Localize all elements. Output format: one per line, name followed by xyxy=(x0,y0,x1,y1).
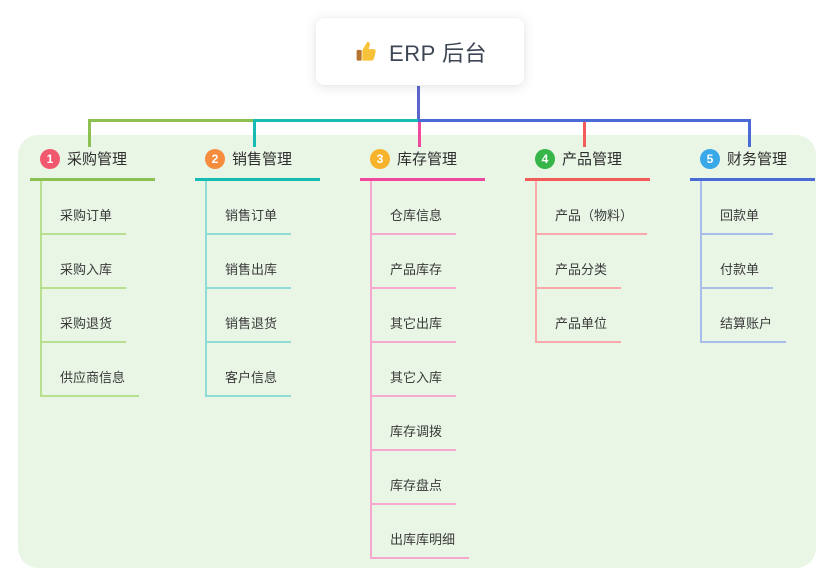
child-row: 付款单 xyxy=(702,235,815,289)
branch-title: 库存管理 xyxy=(397,151,458,168)
child-row: 客户信息 xyxy=(207,343,320,397)
child-row: 采购入库 xyxy=(42,235,155,289)
child-node[interactable]: 付款单 xyxy=(702,259,774,289)
child-node[interactable]: 其它入库 xyxy=(372,367,457,397)
child-row: 库存调拨 xyxy=(372,397,485,451)
child-node[interactable]: 采购订单 xyxy=(42,205,127,235)
branch-index-badge: 4 xyxy=(535,148,555,169)
branches-panel xyxy=(18,135,816,568)
branch-children: 产品（物料） 产品分类产品单位 xyxy=(535,181,650,343)
branch-header[interactable]: 1 采购管理 xyxy=(30,148,155,181)
branch-3-drop-line xyxy=(418,122,421,147)
child-row: 销售退货 xyxy=(207,289,320,343)
branch-4-drop-line xyxy=(583,122,586,147)
child-row: 销售出库 xyxy=(207,235,320,289)
child-row: 产品分类 xyxy=(537,235,650,289)
child-row: 其它出库 xyxy=(372,289,485,343)
child-node[interactable]: 其它出库 xyxy=(372,313,457,343)
branch-3: 3 库存管理 仓库信息产品库存其它出库其它入库库存调拨库存盘点出库库明细 xyxy=(360,148,485,559)
branch-2-drop-line xyxy=(253,119,256,147)
branch-children: 采购订单采购入库采购退货供应商信息 xyxy=(40,181,155,397)
child-row: 采购退货 xyxy=(42,289,155,343)
branch-1-horizontal-line xyxy=(88,119,253,122)
child-node[interactable]: 采购入库 xyxy=(42,259,127,289)
child-node[interactable]: 采购退货 xyxy=(42,313,127,343)
child-node[interactable]: 库存盘点 xyxy=(372,475,457,505)
child-node[interactable]: 客户信息 xyxy=(207,367,292,397)
child-row: 结算账户 xyxy=(702,289,815,343)
branch-1-drop-line xyxy=(88,119,91,147)
child-node[interactable]: 仓库信息 xyxy=(372,205,457,235)
child-node[interactable]: 回款单 xyxy=(702,205,774,235)
child-node[interactable]: 出库库明细 xyxy=(372,529,470,559)
branch-5-drop-line xyxy=(748,119,751,147)
child-row: 产品单位 xyxy=(537,289,650,343)
branch-index-badge: 3 xyxy=(370,148,390,169)
child-node[interactable]: 产品（物料） xyxy=(537,205,648,235)
branch-title: 采购管理 xyxy=(67,151,128,168)
branch-children: 回款单付款单结算账户 xyxy=(700,181,815,343)
branch-title: 财务管理 xyxy=(727,151,788,168)
branch-4: 4 产品管理 产品（物料） 产品分类产品单位 xyxy=(525,148,650,343)
child-node[interactable]: 销售出库 xyxy=(207,259,292,289)
child-row: 产品（物料） xyxy=(537,181,650,235)
child-node[interactable]: 结算账户 xyxy=(702,313,787,343)
child-node[interactable]: 产品单位 xyxy=(537,313,622,343)
root-node[interactable]: ERP 后台 xyxy=(316,18,524,85)
thumbs-up-icon xyxy=(356,41,376,61)
branch-children: 仓库信息产品库存其它出库其它入库库存调拨库存盘点出库库明细 xyxy=(370,181,485,559)
child-row: 产品库存 xyxy=(372,235,485,289)
child-row: 采购订单 xyxy=(42,181,155,235)
branch-header[interactable]: 5 财务管理 xyxy=(690,148,815,181)
child-node[interactable]: 产品分类 xyxy=(537,259,622,289)
branch-2-horizontal-line xyxy=(253,119,418,122)
branch-title: 销售管理 xyxy=(232,151,293,168)
child-node[interactable]: 库存调拨 xyxy=(372,421,457,451)
branch-5-horizontal-line xyxy=(418,119,751,122)
child-row: 销售订单 xyxy=(207,181,320,235)
root-title: ERP 后台 xyxy=(389,40,487,66)
branch-index-badge: 2 xyxy=(205,148,225,169)
child-row: 供应商信息 xyxy=(42,343,155,397)
child-row: 出库库明细 xyxy=(372,505,485,559)
branch-5: 5 财务管理 回款单付款单结算账户 xyxy=(690,148,815,343)
child-row: 库存盘点 xyxy=(372,451,485,505)
branch-2: 2 销售管理 销售订单销售出库销售退货客户信息 xyxy=(195,148,320,397)
branch-header[interactable]: 4 产品管理 xyxy=(525,148,650,181)
child-row: 仓库信息 xyxy=(372,181,485,235)
child-row: 回款单 xyxy=(702,181,815,235)
branch-title: 产品管理 xyxy=(562,151,623,168)
branch-index-badge: 1 xyxy=(40,148,60,169)
child-node[interactable]: 产品库存 xyxy=(372,259,457,289)
child-node[interactable]: 供应商信息 xyxy=(42,367,140,397)
branch-children: 销售订单销售出库销售退货客户信息 xyxy=(205,181,320,397)
root-connector-line xyxy=(417,86,420,122)
branch-header[interactable]: 3 库存管理 xyxy=(360,148,485,181)
branch-index-badge: 5 xyxy=(700,148,720,169)
branch-header[interactable]: 2 销售管理 xyxy=(195,148,320,181)
branch-1: 1 采购管理 采购订单采购入库采购退货供应商信息 xyxy=(30,148,155,397)
child-row: 其它入库 xyxy=(372,343,485,397)
child-node[interactable]: 销售订单 xyxy=(207,205,292,235)
child-node[interactable]: 销售退货 xyxy=(207,313,292,343)
